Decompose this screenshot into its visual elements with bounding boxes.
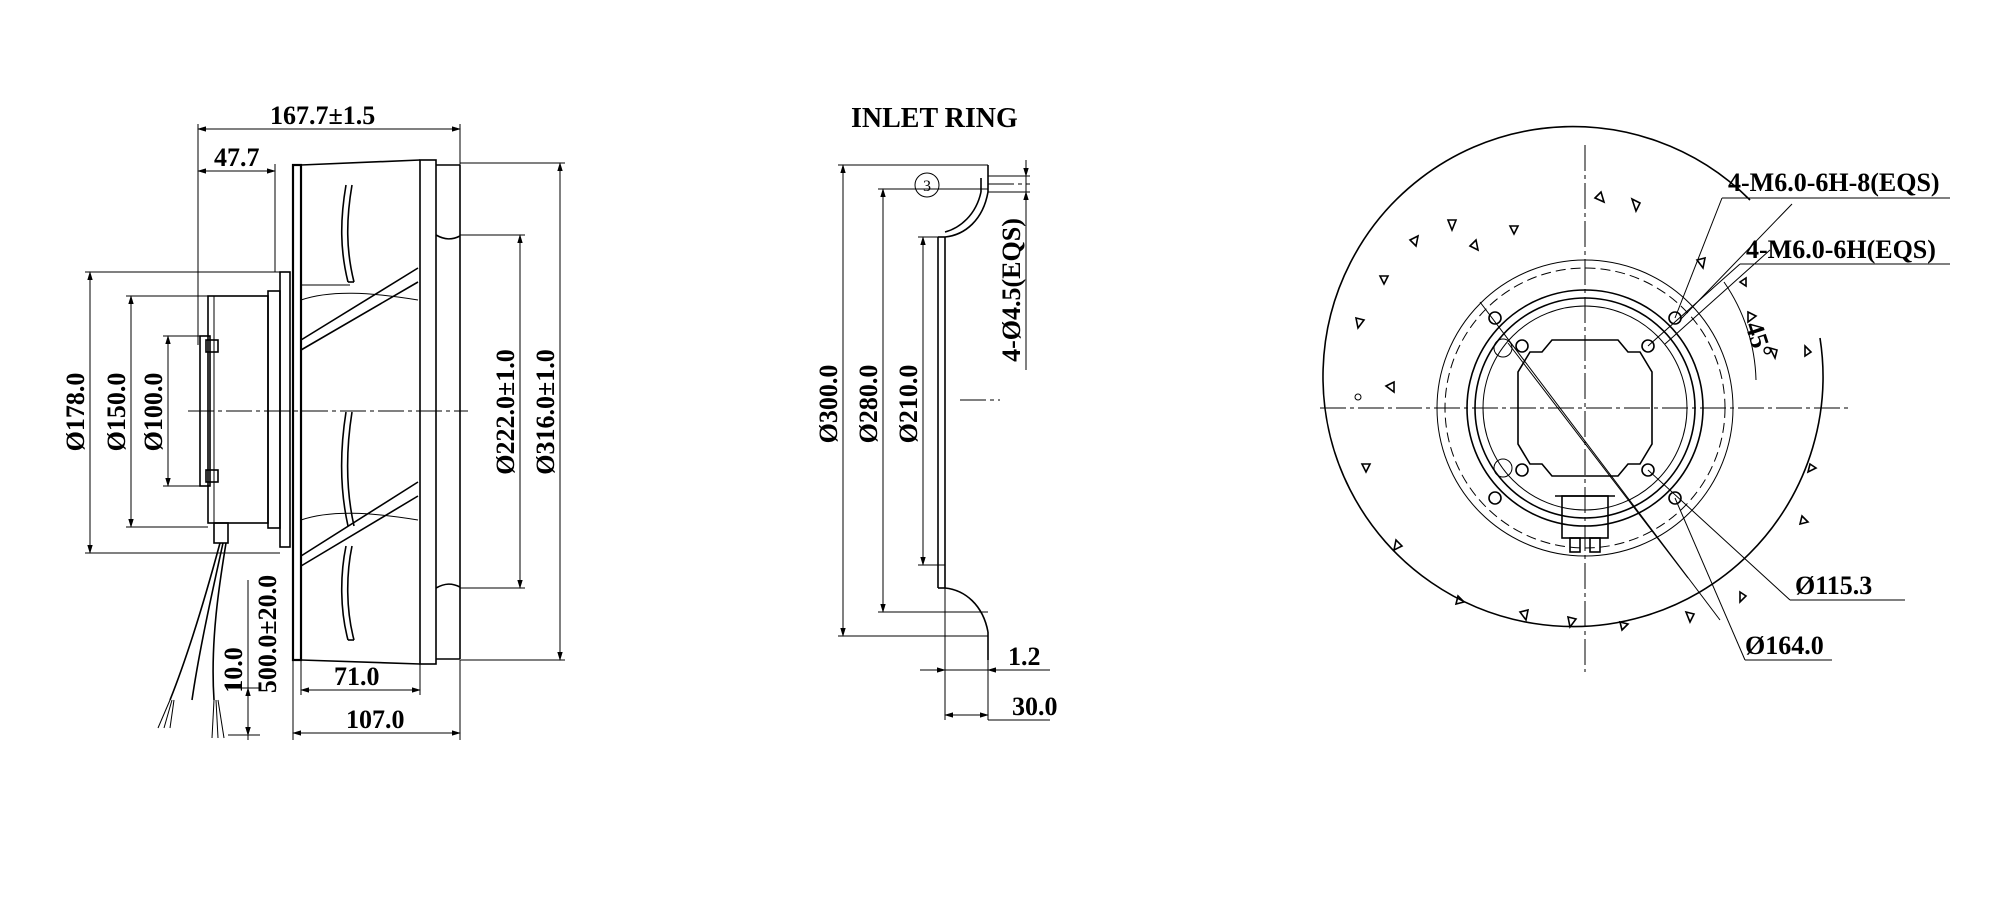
lead-wires bbox=[157, 522, 229, 739]
inlet-ring-profile bbox=[937, 165, 989, 660]
dim-body-depth: 107.0 bbox=[346, 705, 405, 734]
dim-ring-dia-210: Ø210.0 bbox=[894, 365, 923, 444]
dim-motor-offset: 47.7 bbox=[214, 143, 260, 172]
side-view: 167.7±1.5 47.7 Ø178.0 Ø150.0 Ø100.0 Ø222… bbox=[61, 101, 565, 740]
dim-ring-holes: 4-Ø4.5(EQS) bbox=[997, 218, 1026, 362]
dim-ring-height: 30.0 bbox=[1012, 692, 1058, 721]
dim-thread-1: 4-M6.0-6H-8(EQS) bbox=[1728, 168, 1940, 197]
inlet-ring-view: INLET RING 3 bbox=[814, 103, 1058, 721]
blade-tips bbox=[1354, 190, 1818, 632]
front-view: 4-M6.0-6H-8(EQS) 4-M6.0-6H(EQS) 45° Ø115… bbox=[1320, 125, 1950, 672]
dim-thread-2: 4-M6.0-6H(EQS) bbox=[1746, 235, 1936, 264]
dim-dia-316: Ø316.0±1.0 bbox=[531, 349, 560, 475]
dim-pcd-large: Ø164.0 bbox=[1745, 631, 1824, 660]
impeller-outer-edge bbox=[1322, 125, 1824, 628]
dim-strip-length: 10.0 bbox=[219, 647, 248, 693]
rotor-window bbox=[1517, 339, 1653, 477]
cable-gland bbox=[1555, 495, 1615, 553]
mounting-holes bbox=[1488, 311, 1682, 505]
impeller-blades bbox=[300, 184, 419, 641]
dim-dia-222: Ø222.0±1.0 bbox=[491, 349, 520, 475]
ring-dimension-lines bbox=[840, 160, 1029, 718]
dim-ring-thickness: 1.2 bbox=[1008, 642, 1041, 671]
dim-ring-dia-280: Ø280.0 bbox=[854, 365, 883, 444]
impeller-shroud bbox=[300, 159, 461, 665]
dim-dia-150: Ø150.0 bbox=[102, 373, 131, 452]
dim-dia-178: Ø178.0 bbox=[61, 373, 90, 452]
angle-arc bbox=[1723, 281, 1757, 381]
dim-dia-100: Ø100.0 bbox=[139, 373, 168, 452]
dim-impeller-depth: 71.0 bbox=[334, 662, 380, 691]
side-extension-lines bbox=[85, 124, 565, 740]
side-dimension-lines bbox=[87, 126, 563, 736]
inlet-ring-title: INLET RING bbox=[851, 103, 1018, 134]
dim-pcd-small: Ø115.3 bbox=[1795, 571, 1872, 600]
front-leader-lines bbox=[1647, 197, 1950, 661]
dim-lead-length: 500.0±20.0 bbox=[253, 575, 282, 693]
item-number: 3 bbox=[923, 178, 931, 195]
dim-ring-dia-300: Ø300.0 bbox=[814, 365, 843, 444]
dim-overall-width: 167.7±1.5 bbox=[270, 101, 375, 130]
item-balloon: 3 bbox=[914, 172, 940, 198]
motor-body bbox=[199, 271, 291, 548]
backplate bbox=[291, 163, 303, 662]
dim-angle: 45° bbox=[1739, 318, 1778, 362]
